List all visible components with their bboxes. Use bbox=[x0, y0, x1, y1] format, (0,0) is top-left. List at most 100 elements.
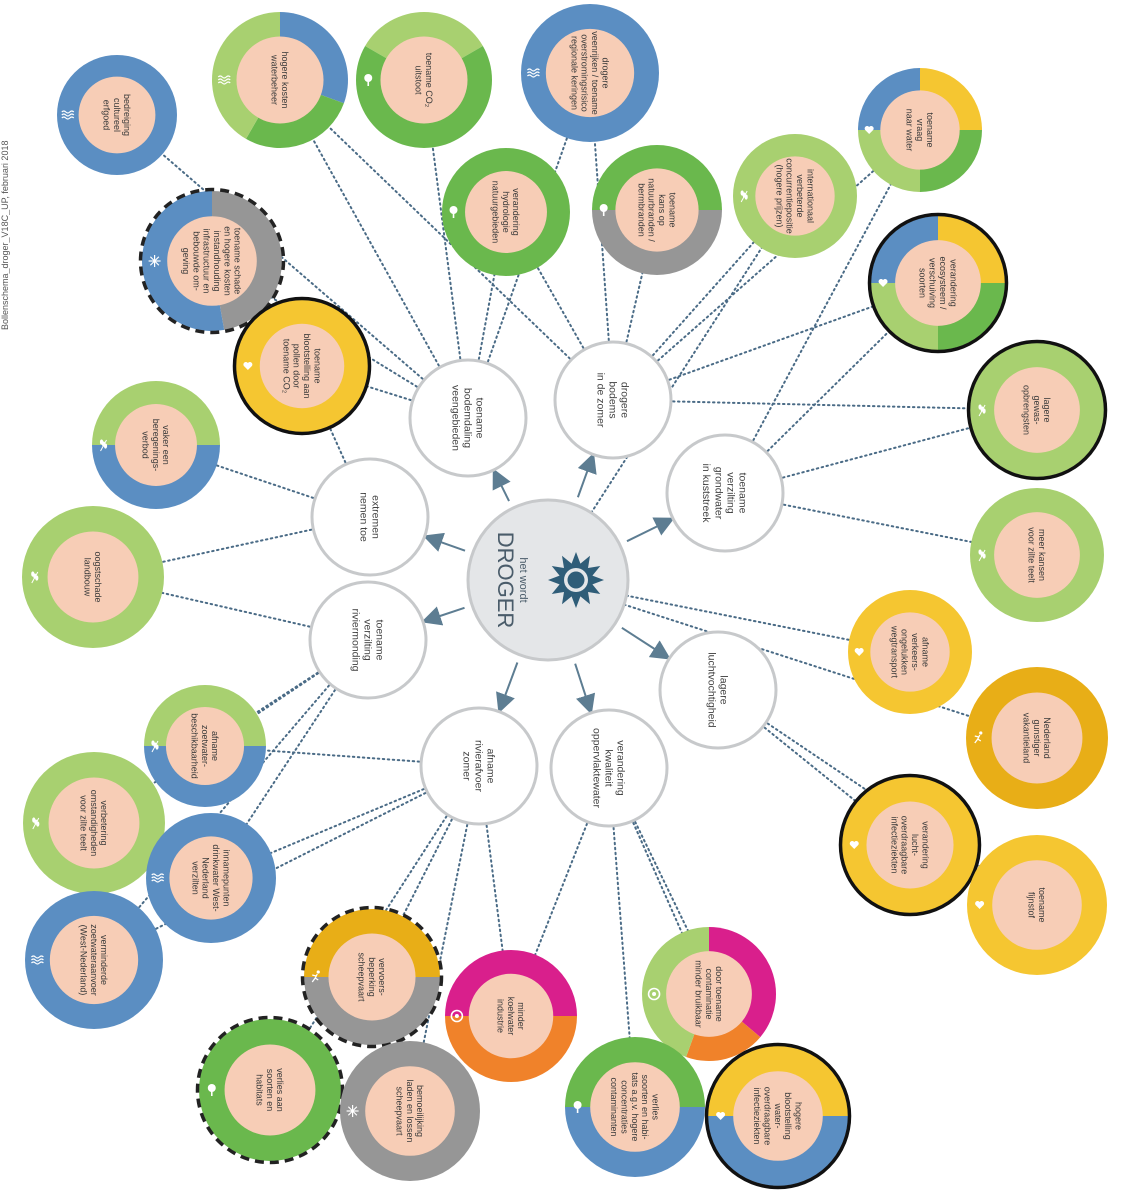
impact-label-i9-line: concurrentiepositie bbox=[785, 158, 795, 234]
dashed-border bbox=[300, 905, 444, 1049]
arrow-to-p1 bbox=[492, 468, 511, 502]
inner-disc bbox=[991, 692, 1083, 784]
health-icon bbox=[878, 279, 888, 287]
inner-disc bbox=[468, 973, 554, 1059]
impact-label-i23-line: zoetwateraanvoer bbox=[89, 924, 99, 996]
inner-disc bbox=[866, 801, 954, 889]
water-icon bbox=[151, 873, 165, 883]
impact-label-i23-line: verminderde bbox=[99, 935, 109, 985]
nature-icon bbox=[364, 74, 373, 86]
impact-label-i1-line: erfgoed bbox=[102, 100, 112, 131]
impact-label-i24-line: beperking bbox=[367, 957, 377, 997]
inner-disc bbox=[733, 1071, 823, 1161]
sun-icon bbox=[548, 552, 604, 608]
arrow-to-p2 bbox=[576, 452, 597, 498]
primary-circle bbox=[408, 358, 528, 478]
inner-disc bbox=[880, 90, 960, 170]
impact-label-i19-line: omstandigheden bbox=[89, 790, 99, 857]
health-icon bbox=[243, 362, 253, 370]
arrow-to-p6 bbox=[496, 662, 519, 714]
water-icon bbox=[526, 68, 540, 78]
impact-label-i29-line: tats a.g.v. hogere bbox=[630, 1073, 640, 1142]
impact-label-i17-line: vakantieland bbox=[1022, 713, 1032, 764]
inner-disc bbox=[169, 836, 253, 920]
agri-icon bbox=[99, 439, 108, 452]
impact-label-i20-line: verandering bbox=[920, 821, 930, 869]
impact-label-i2-line: waterbeheer bbox=[270, 54, 280, 105]
impact-label-i17-line: Nederland bbox=[1042, 717, 1052, 759]
nature-icon bbox=[207, 1084, 216, 1096]
dashed-border bbox=[195, 1015, 345, 1165]
infra-icon bbox=[346, 1105, 359, 1117]
inner-disc bbox=[380, 36, 468, 124]
inner-disc bbox=[115, 404, 197, 486]
connector-p2-i12 bbox=[612, 399, 1038, 411]
arrow-to-p5 bbox=[574, 663, 596, 715]
primary-circle bbox=[308, 580, 428, 700]
impact-label-i6-line: en hogere kosten bbox=[222, 226, 232, 296]
arrow-to-p3 bbox=[626, 517, 675, 543]
primary-label-p1-line: veengebieden bbox=[449, 385, 461, 451]
agri-icon bbox=[151, 740, 159, 753]
primary-label-p3-line: verzilting bbox=[724, 472, 736, 514]
primary-label-p7-line: riviermonding bbox=[349, 608, 361, 671]
inner-disc bbox=[870, 612, 950, 692]
impact-bubble-i30: hogereblootstellingwater-overdraagbarein… bbox=[704, 1042, 852, 1190]
connector-p1-i1 bbox=[116, 114, 469, 419]
impact-label-i8-line: bermbranden bbox=[636, 183, 646, 237]
impact-label-i16-line: afname bbox=[920, 637, 930, 667]
inner-disc bbox=[895, 240, 981, 326]
impact-label-i26-line: minder bruikbaar bbox=[694, 960, 704, 1028]
inner-disc bbox=[666, 951, 752, 1037]
impact-label-i6-line: geving bbox=[181, 248, 191, 275]
impact-label-i4-line: veenrijken / toename bbox=[590, 31, 600, 115]
impact-label-i11-line: toename bbox=[312, 348, 322, 383]
impact-label-i21-line: verzilten bbox=[190, 861, 200, 895]
connector-p6-i28 bbox=[409, 765, 480, 1112]
inner-disc bbox=[994, 367, 1080, 453]
highlight-border bbox=[838, 773, 982, 917]
impact-label-i16-line: ongelukken bbox=[900, 629, 910, 675]
impact-label-i23-line: (West-Nederland) bbox=[79, 925, 89, 996]
impact-bubble-i20: veranderinglucht-overdraagbareinfectiezi… bbox=[838, 773, 982, 917]
inner-disc bbox=[236, 36, 324, 124]
primary-label-p3-line: toename bbox=[736, 473, 748, 514]
impact-label-i12-line: opbrengsten bbox=[1022, 385, 1032, 435]
impact-label-i29-line: verlies bbox=[651, 1094, 661, 1121]
impact-label-i6-line: infrastructuur en bbox=[202, 228, 212, 293]
inner-disc bbox=[365, 1066, 455, 1156]
impact-label-i18-line: beschikbaarheid bbox=[190, 713, 200, 779]
impact-label-i6-line: toename schade bbox=[233, 228, 243, 295]
impact-label-i7-line: hydrologie bbox=[501, 191, 511, 233]
impact-label-i20-line: infectieziekten bbox=[889, 816, 899, 873]
dashed-border bbox=[138, 187, 286, 335]
impact-label-i11-line: toename CO₂ bbox=[281, 339, 291, 394]
impact-label-i12-line: gewas- bbox=[1032, 395, 1042, 424]
primary-label-p3-line: in kuststreek bbox=[700, 464, 712, 524]
impact-bubble-i9: internationaalverbeterdeconcurrentieposi… bbox=[733, 134, 857, 258]
impact-label-i25-line: minder bbox=[516, 1002, 526, 1030]
impact-label-i8-line: kans op bbox=[657, 194, 667, 226]
inner-disc bbox=[992, 860, 1082, 950]
impact-label-i29-line: contaminanten bbox=[609, 1077, 619, 1136]
primary-label-p8-line: extremen bbox=[369, 495, 381, 539]
